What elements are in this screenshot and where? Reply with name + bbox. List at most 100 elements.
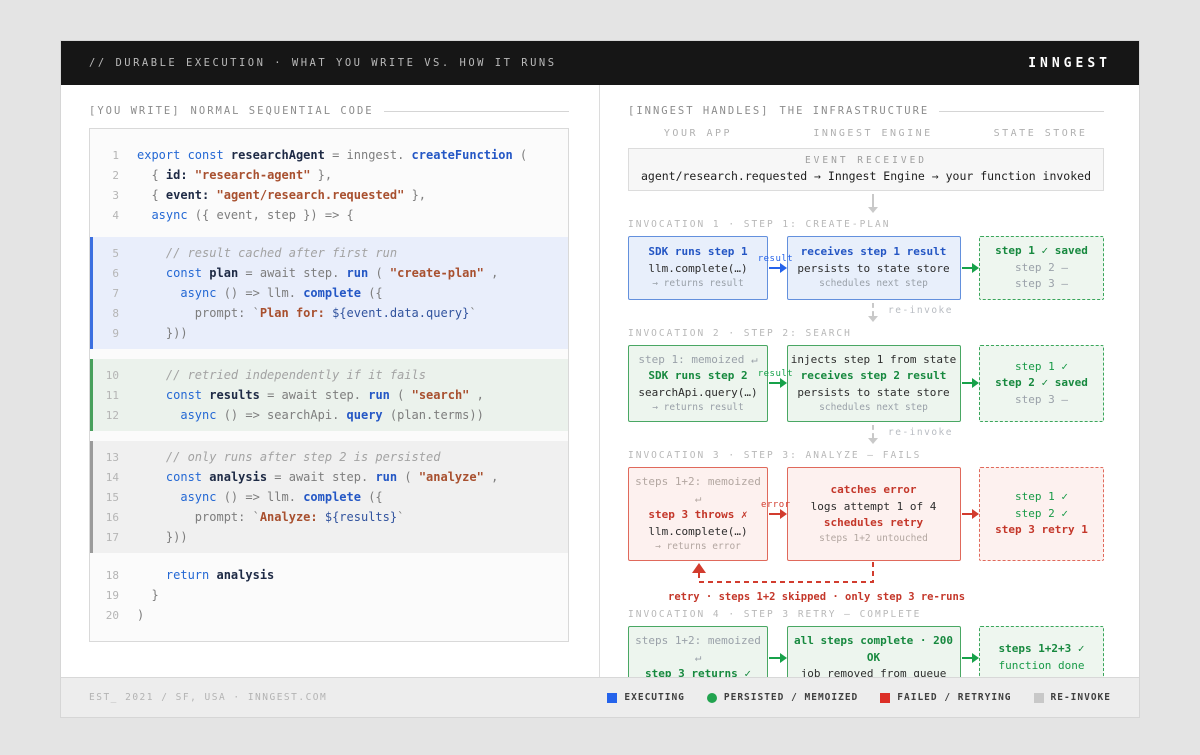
column-header-your-app: YOUR APP [663, 128, 733, 139]
reinvoke-arrowhead-icon [868, 315, 878, 322]
code-token: async [180, 286, 217, 300]
code-line: 8 prompt: `Plan for: ${event.data.query}… [93, 303, 568, 323]
box-line: → returns result [652, 278, 744, 290]
code-token: ( [368, 266, 390, 280]
reinvoke-connector: re-invoke [628, 300, 1104, 326]
code-panel: [YOU WRITE] NORMAL SEQUENTIAL CODE 1 expo… [61, 85, 599, 677]
line-number: 13 [105, 450, 119, 464]
flow-arrow-icon: result [758, 254, 793, 273]
code-token [137, 208, 151, 222]
flow-arrow-icon [769, 652, 786, 663]
line-number: 20 [105, 608, 119, 622]
reinvoke-arrowhead-icon [868, 438, 878, 444]
box-line: schedules next step [819, 278, 928, 290]
code-token [209, 188, 216, 202]
code-token: ( [512, 148, 528, 162]
code-token: prompt: ` [137, 510, 260, 524]
line-number: 9 [112, 326, 119, 340]
code-token: ( [389, 388, 412, 402]
footer-bar: EST_ 2021 / SF, USA · INNGEST.COM EXECUT… [61, 677, 1139, 717]
infrastructure-panel: [INNGEST HANDLES] THE INFRASTRUCTURE YOU… [599, 85, 1139, 690]
code-token: event: [165, 188, 210, 202]
box-line: receives step 2 result [800, 369, 947, 382]
legend-label: EXECUTING [624, 692, 685, 703]
line-number: 16 [105, 510, 119, 524]
arrow-label: result [757, 253, 794, 264]
code-token: run [346, 266, 369, 280]
box-line: → returns error [655, 541, 741, 552]
code-line: 2 { id: "research-agent" }, [93, 165, 568, 185]
line-number: 18 [105, 568, 119, 582]
code-token: prompt: ` [137, 306, 260, 320]
code-tokens: })) [137, 530, 188, 544]
box-line: schedules next step [819, 402, 928, 413]
box-line: → returns result [652, 402, 744, 413]
code-token: query [346, 408, 383, 422]
code-token: Plan for: [259, 306, 333, 320]
code-token: // result cached after first run [137, 246, 398, 260]
legend-label: PERSISTED / MEMOIZED [723, 692, 859, 703]
box-line: logs attempt 1 of 4 [810, 499, 937, 513]
code-tokens: { id: "research-agent" }, [137, 168, 332, 182]
infra-panel-label: THE INFRASTRUCTURE [779, 105, 930, 117]
code-line: 10 // retried independently if it fails [93, 365, 568, 385]
code-tokens: export const researchAgent = inngest. cr… [137, 148, 527, 162]
code-token [137, 286, 180, 300]
code-token: }, [404, 188, 427, 202]
arrow-label: result [757, 369, 794, 380]
code-tokens: return analysis [137, 568, 274, 582]
code-tokens: prompt: `Plan for: ${event.data.query}` [137, 306, 477, 320]
code-token: "search" [411, 388, 470, 402]
code-panel-title: [YOU WRITE] NORMAL SEQUENTIAL CODE [89, 105, 569, 117]
code-line: 17 })) [93, 527, 568, 547]
line-number: 6 [112, 266, 119, 280]
reinvoke-label: re-invoke [888, 304, 953, 316]
box-line: step 1 ✓ [1015, 359, 1068, 373]
box-line: steps 1+2 untouched [819, 532, 928, 544]
code-token: ({ [360, 286, 383, 300]
code-token: async [180, 408, 217, 422]
code-line: 9 })) [93, 323, 568, 343]
event-received-box: EVENT RECEIVED agent/research.requested … [628, 148, 1104, 191]
header-bar: // DURABLE EXECUTION · WHAT YOU WRITE VS… [61, 41, 1139, 85]
flow-arrow-icon [961, 378, 979, 389]
title-rule [383, 110, 569, 112]
legend-item: EXECUTING [607, 692, 684, 703]
line-number: 1 [112, 148, 119, 162]
reinvoke-dashed-line-icon [872, 425, 874, 438]
box-line: step 3 retry 1 [995, 523, 1088, 537]
code-token: async [151, 208, 188, 222]
code-token: const [165, 388, 210, 402]
code-token: async [180, 490, 217, 504]
code-token: = await step. [238, 266, 347, 280]
box-line: steps 1+2: memoized ↵ [635, 634, 761, 664]
arrow-label: error [760, 500, 791, 510]
code-line: 7 async () => llm. complete ({ [93, 283, 568, 303]
legend-swatch-icon [1033, 692, 1044, 703]
legend-swatch-icon [880, 692, 891, 703]
reinvoke-connector: re-invoke [628, 422, 1104, 448]
legend-item: FAILED / RETRYING [880, 692, 1011, 703]
code-line: 14 const analysis = await step. run ( "a… [93, 467, 568, 487]
code-tokens: })) [137, 326, 188, 340]
code-token [137, 408, 180, 422]
code-tokens: { event: "agent/research.requested" }, [137, 188, 426, 202]
code-token: () => llm. [216, 286, 304, 300]
code-token: ` [397, 510, 405, 524]
down-arrowhead-icon [868, 207, 878, 213]
code-token: { [137, 168, 166, 182]
box-line: step 3 returns ✓ [645, 667, 751, 680]
line-number: 4 [112, 208, 119, 222]
infra-panel-title: [INNGEST HANDLES] THE INFRASTRUCTURE [628, 105, 1104, 117]
code-tokens: ) [137, 608, 144, 622]
column-header-state-store: STATE STORE [993, 128, 1088, 139]
code-line: 16 prompt: `Analyze: ${results}` [93, 507, 568, 527]
code-tokens: async ({ event, step }) => { [137, 208, 353, 222]
invocation-label-4: INVOCATION 4 · STEP 3 RETRY — COMPLETE [628, 609, 922, 620]
code-token: })) [137, 530, 188, 544]
code-token: // retried independently if it fails [137, 368, 426, 382]
code-panel-label: NORMAL SEQUENTIAL CODE [190, 105, 374, 117]
